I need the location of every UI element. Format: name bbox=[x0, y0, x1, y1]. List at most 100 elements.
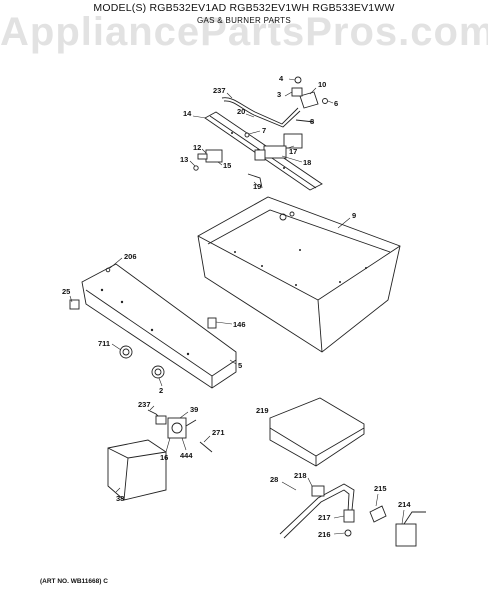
label-9: 9 bbox=[352, 211, 356, 220]
broil-group bbox=[269, 397, 426, 547]
label-5: 5 bbox=[238, 361, 242, 370]
label-3: 3 bbox=[277, 90, 281, 99]
manifold-panel-outline bbox=[81, 263, 237, 389]
orifice-holder-3 bbox=[291, 87, 303, 97]
burner-tube bbox=[204, 111, 323, 191]
label-19: 19 bbox=[253, 182, 261, 191]
safety-valve-dial bbox=[171, 422, 183, 434]
burner-box-corner bbox=[317, 299, 323, 353]
manifold-panel bbox=[69, 263, 237, 389]
label-20: 20 bbox=[237, 107, 245, 116]
panel-hole bbox=[186, 352, 190, 356]
clip-25 bbox=[69, 299, 80, 310]
broil-burner-tube bbox=[279, 483, 355, 535]
burner-box-inner-rim bbox=[207, 209, 391, 253]
label-18: 18 bbox=[303, 158, 311, 167]
burner-assembly bbox=[193, 76, 328, 191]
burner-box-hole bbox=[289, 211, 295, 217]
panel-hole bbox=[150, 328, 154, 332]
label-2: 2 bbox=[159, 386, 163, 395]
oven-valve-group bbox=[107, 409, 213, 501]
label-237-top: 237 bbox=[213, 86, 226, 95]
label-206: 206 bbox=[124, 252, 137, 261]
label-216: 216 bbox=[318, 530, 331, 539]
label-10: 10 bbox=[318, 80, 326, 89]
igniter-214 bbox=[395, 523, 417, 547]
label-217: 217 bbox=[318, 513, 331, 522]
bracket-clip bbox=[254, 149, 266, 161]
igniter bbox=[283, 133, 303, 149]
igniter-217 bbox=[343, 509, 355, 523]
bracket-218 bbox=[311, 485, 325, 497]
rivet bbox=[295, 284, 297, 286]
label-7: 7 bbox=[262, 126, 266, 135]
orifice-4 bbox=[294, 76, 302, 84]
burner-box bbox=[197, 196, 401, 353]
label-237-bottom: 237 bbox=[138, 400, 151, 409]
valve-outlet bbox=[185, 419, 197, 427]
section-title: GAS & BURNER PARTS bbox=[196, 16, 291, 25]
grommet-2 bbox=[151, 365, 165, 379]
valve-cover-fold bbox=[107, 447, 167, 459]
grommet-711-inner bbox=[122, 348, 130, 356]
diagram-header: MODEL(S) RGB532EV1AD RGB532EV1WH RGB533E… bbox=[0, 2, 488, 25]
screw-216 bbox=[344, 529, 352, 537]
model-numbers: MODEL(S) RGB532EV1AD RGB532EV1WH RGB533E… bbox=[93, 2, 395, 14]
label-12: 12 bbox=[193, 143, 201, 152]
baffle-219 bbox=[269, 397, 365, 467]
part-labels: 4 10 237 3 6 20 14 8 7 17 12 18 13 15 19… bbox=[62, 74, 411, 539]
screw-206 bbox=[105, 267, 111, 273]
grommet-711 bbox=[119, 345, 133, 359]
burner-box-outline bbox=[197, 196, 401, 353]
grommet-2-inner bbox=[154, 368, 162, 376]
burner-box-front-edge bbox=[197, 235, 401, 301]
label-6: 6 bbox=[334, 99, 338, 108]
label-214: 214 bbox=[398, 500, 411, 509]
clip-146 bbox=[207, 317, 217, 329]
panel-hole bbox=[120, 300, 124, 304]
label-8: 8 bbox=[310, 117, 314, 126]
manifold-panel-fold bbox=[85, 289, 237, 377]
screw-6 bbox=[322, 98, 328, 104]
burner-port bbox=[283, 167, 285, 169]
rivet bbox=[261, 265, 263, 267]
label-17: 17 bbox=[289, 147, 297, 156]
label-711: 711 bbox=[98, 339, 110, 348]
burner-port bbox=[231, 132, 233, 134]
broil-burner-tube-outer bbox=[283, 489, 350, 539]
label-28: 28 bbox=[270, 475, 278, 484]
label-13: 13 bbox=[180, 155, 188, 164]
label-4: 4 bbox=[279, 74, 284, 83]
baffle-fold bbox=[269, 427, 365, 457]
leader-lines bbox=[69, 78, 405, 535]
burner-box-hole bbox=[279, 213, 287, 221]
label-444: 444 bbox=[180, 451, 193, 460]
label-219: 219 bbox=[256, 406, 269, 415]
valve-screw bbox=[193, 165, 199, 171]
label-218: 218 bbox=[294, 471, 307, 480]
rivet bbox=[234, 251, 236, 253]
label-15: 15 bbox=[223, 161, 231, 170]
gas-tube-outer bbox=[223, 100, 301, 128]
label-39: 39 bbox=[190, 405, 198, 414]
panel-hole bbox=[100, 288, 104, 292]
clip-19 bbox=[247, 173, 263, 189]
burner-valve bbox=[205, 149, 223, 163]
tube-fitting bbox=[155, 415, 167, 425]
label-38: 38 bbox=[116, 494, 124, 503]
screw-7 bbox=[244, 132, 250, 138]
gas-tube bbox=[221, 97, 299, 125]
label-25: 25 bbox=[62, 287, 70, 296]
safety-valve bbox=[167, 417, 187, 439]
label-215: 215 bbox=[374, 484, 387, 493]
valve-cover-edge bbox=[123, 457, 129, 501]
label-146: 146 bbox=[233, 320, 246, 329]
rivet bbox=[339, 281, 341, 283]
label-16: 16 bbox=[160, 453, 168, 462]
art-number: (ART NO. WB11668) C bbox=[40, 578, 108, 585]
rivet bbox=[365, 267, 367, 269]
pin-271 bbox=[199, 441, 213, 453]
valve-inlet bbox=[197, 153, 208, 160]
rivet bbox=[299, 249, 301, 251]
